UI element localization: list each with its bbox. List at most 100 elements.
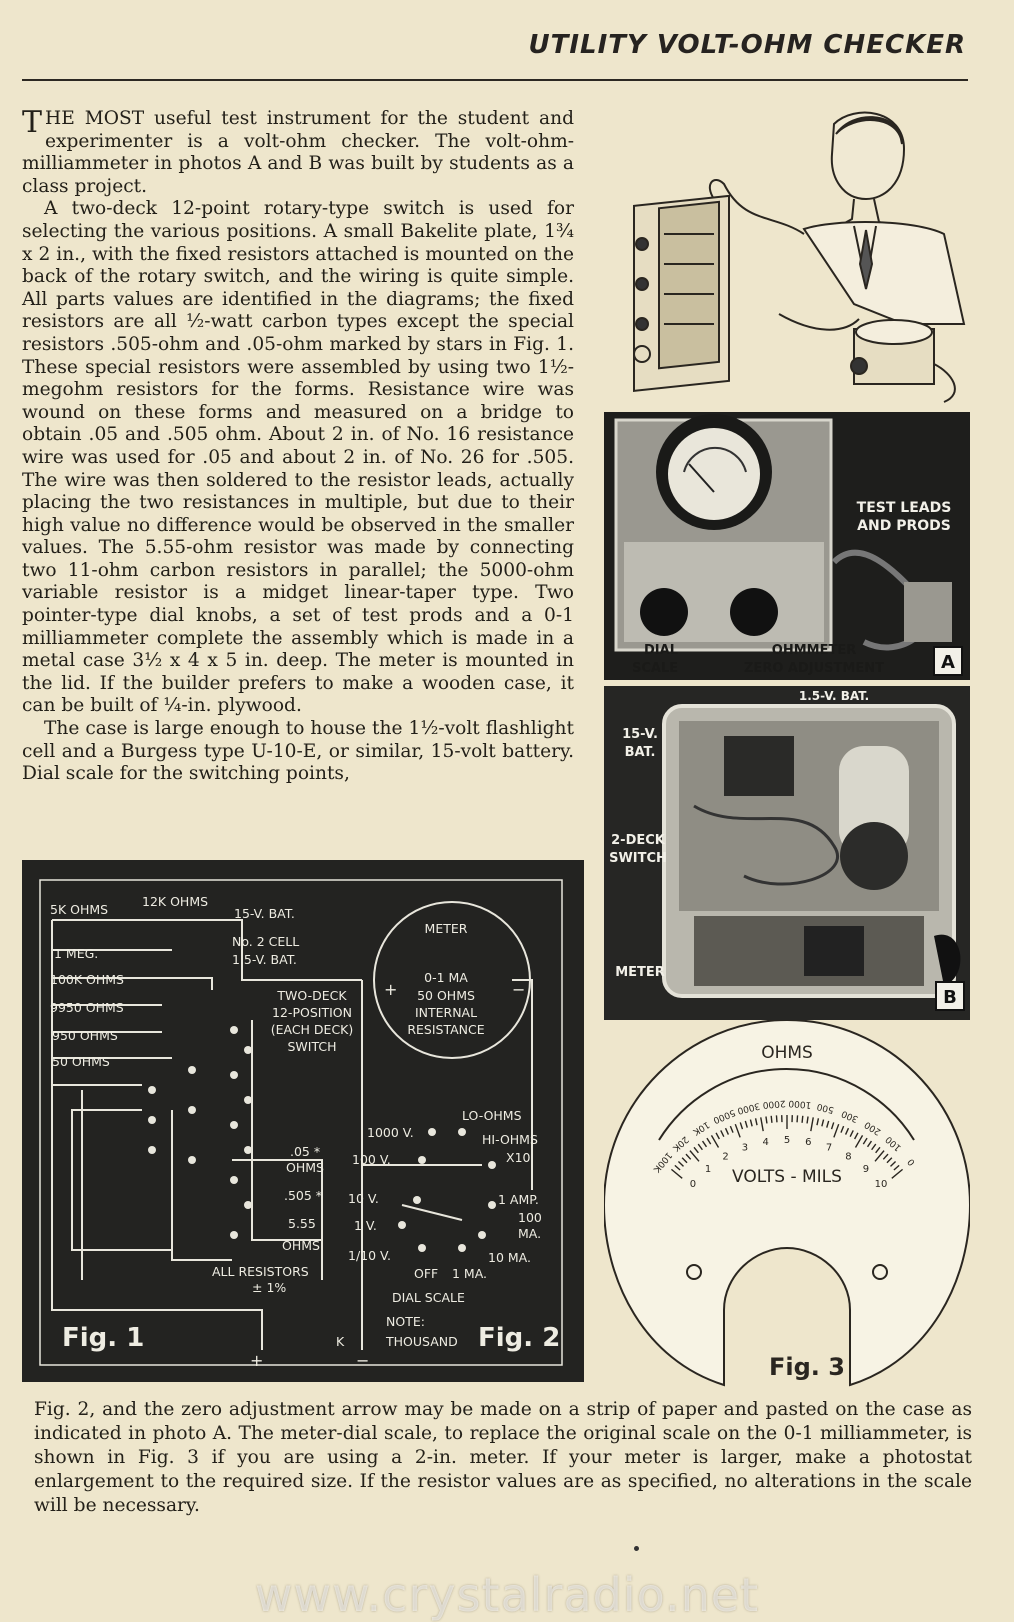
- fig3-tick: [849, 1130, 854, 1138]
- fig1-label-15v-bat: 15-V. BAT.: [234, 906, 295, 921]
- fig2-label-1v: 1 V.: [354, 1218, 377, 1233]
- fig2-label-1000v: 1000 V.: [367, 1125, 414, 1140]
- fig3-tick: [801, 1115, 804, 1123]
- photo-b-tag: B: [943, 987, 957, 1008]
- fig1-label-all-resistors: ALL RESISTORS: [212, 1264, 309, 1279]
- fig3-tick: [677, 1160, 684, 1167]
- fig3-tick: [890, 1160, 897, 1167]
- fig1-meter-resistance: RESISTANCE: [407, 1022, 484, 1037]
- fig3-tick: [840, 1125, 845, 1133]
- fig3-tick: [715, 1132, 720, 1140]
- photo-a-tag: A: [941, 652, 955, 673]
- fig3-ohm-label: 1000: [788, 1098, 812, 1110]
- fig1-label-9950-ohms: 9950 OHMS: [50, 1000, 124, 1015]
- fig3-ohm-label: 0: [906, 1156, 918, 1167]
- article-paragraph-3: The case is large enough to house the 1½…: [22, 718, 574, 785]
- fig1-meter-title: METER: [425, 921, 468, 936]
- fig1-meter-minus: −: [512, 980, 525, 999]
- fig3-tick: [749, 1119, 753, 1127]
- fig3-tick: [833, 1123, 840, 1138]
- fig1-label-05-ohms-unit: OHMS: [286, 1160, 324, 1175]
- fig3-volt-label: 7: [826, 1142, 832, 1153]
- photo-a-label-ohmmeter: OHMMETER: [772, 643, 856, 658]
- fig2-label-off: OFF: [414, 1266, 438, 1281]
- page-dot: [634, 1546, 639, 1551]
- fig3-volt-label: 1: [705, 1164, 711, 1175]
- fig1-label-1-meg: 1 MEG.: [54, 946, 98, 961]
- fig3-tick: [720, 1130, 725, 1138]
- fig3-ohms-title: OHMS: [761, 1043, 813, 1063]
- fig1-label-05-ohms: .05 *: [290, 1144, 320, 1159]
- fig2-label-note: NOTE:: [386, 1314, 425, 1329]
- fig1-meter-ohms: 50 OHMS: [417, 988, 475, 1003]
- fig1-label-5-55-ohms: OHMS: [282, 1238, 320, 1253]
- fig1-label-5k-ohms: 5K OHMS: [50, 902, 108, 917]
- fig1-label-950-ohms: 950 OHMS: [52, 1028, 118, 1043]
- fig3-tick: [826, 1120, 830, 1128]
- fig3-volt-label: 5: [784, 1135, 790, 1146]
- fig3-tick: [674, 1164, 681, 1171]
- fig2-label-100-ma: MA.: [518, 1226, 541, 1241]
- fig3-tick: [871, 1143, 877, 1151]
- fig3-tick: [816, 1118, 820, 1126]
- photo-b-label-bat: BAT.: [625, 745, 656, 760]
- fig1-minus-terminal: −: [356, 1351, 369, 1370]
- article-continuation: Fig. 2, and the zero adjustment arrow ma…: [34, 1399, 972, 1516]
- fig3-tick: [697, 1143, 703, 1151]
- fig1-label-tolerance: ± 1%: [252, 1280, 286, 1295]
- page-header-title: UTILITY VOLT-OHM CHECKER: [528, 30, 966, 60]
- fig3-tick: [754, 1118, 758, 1126]
- fig2-label-1-amp: 1 AMP.: [498, 1192, 539, 1207]
- fig3-tick: [854, 1135, 864, 1148]
- fig3-volt-label: 8: [845, 1152, 851, 1163]
- fig3-tick: [886, 1157, 893, 1164]
- fig3-tick: [806, 1116, 809, 1124]
- fig2-label-lo-ohms: LO-OHMS: [462, 1108, 522, 1123]
- fig3-tick: [810, 1117, 814, 1132]
- fig1-label-505: .505 *: [284, 1188, 322, 1203]
- fig3-tick: [866, 1140, 873, 1148]
- fig3-tick: [689, 1150, 700, 1162]
- fig3-tick: [744, 1120, 748, 1128]
- fig3-tick: [710, 1135, 720, 1148]
- fig3-tick: [821, 1119, 825, 1127]
- photo-b-label-2-deck: 2-DECK: [611, 833, 666, 848]
- fig3-volts-mils-title: VOLTS - MILS: [732, 1167, 842, 1187]
- paragraph-1-text: HE MOST useful test instrument for the s…: [22, 108, 574, 197]
- fig1-label-1-5v-bat: 1.5-V. BAT.: [232, 952, 297, 967]
- fig1-label-5-55: 5.55: [288, 1216, 316, 1231]
- schematic-fig-1-and-fig-2: 5K OHMS 12K OHMS 15-V. BAT. 1 MEG. No. 2…: [22, 860, 584, 1382]
- fig3-tick: [882, 1153, 889, 1160]
- fig3-volt-label: 9: [863, 1164, 869, 1175]
- fig2-label-100v: 100 V.: [352, 1152, 391, 1167]
- fig3-tick: [685, 1153, 692, 1160]
- fig3-volt-label: 10: [875, 1179, 888, 1190]
- fig2-label-x10: X10: [506, 1150, 531, 1165]
- fig3-tick: [874, 1150, 885, 1162]
- fig2-label-hi-ohms: HI-OHMS: [482, 1132, 538, 1147]
- fig3-tick: [681, 1157, 688, 1164]
- fig3-ohm-label: 500: [816, 1101, 835, 1115]
- fig1-label-12-position: 12-POSITION: [272, 1005, 352, 1020]
- fig1-meter-plus: +: [384, 980, 397, 999]
- fig3-tick: [830, 1122, 835, 1130]
- fig1-plus-terminal: +: [250, 1351, 263, 1370]
- fig2-label-dial-scale: DIAL SCALE: [392, 1290, 465, 1305]
- fig3-ohm-label: 2000: [762, 1098, 786, 1110]
- fig3-tick: [706, 1137, 712, 1145]
- fig1-label-switch: SWITCH: [287, 1039, 336, 1054]
- fig3-tick: [844, 1127, 850, 1135]
- fig3-tick: [854, 1132, 859, 1140]
- article-paragraph-2: A two-deck 12-point rotary-type switch i…: [22, 198, 574, 717]
- fig3-tick: [701, 1140, 708, 1148]
- fig3-tick: [760, 1117, 764, 1132]
- fig3-volt-label: 0: [690, 1179, 696, 1190]
- fig3-tick: [734, 1123, 741, 1138]
- fig3-volt-label: 2: [722, 1152, 728, 1163]
- photo-a-label-zero-adjustment: ZERO ADJUSTMENT: [744, 661, 884, 676]
- fig1-meter-range: 0-1 MA: [424, 970, 468, 985]
